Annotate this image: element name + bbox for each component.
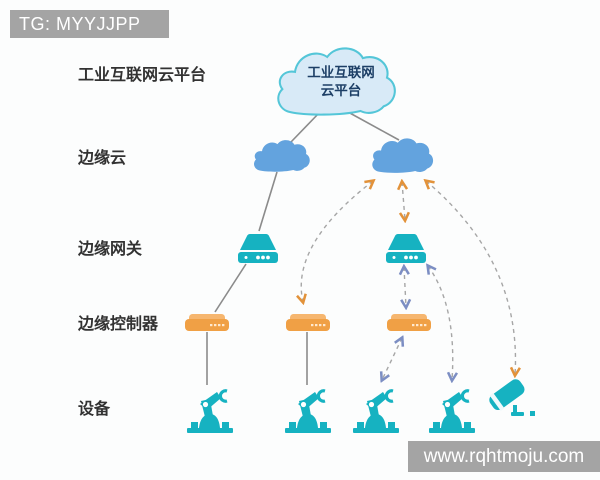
link-gateway-to-controller1 <box>214 263 247 313</box>
edge-controller-3-icon <box>387 314 431 331</box>
dashed-links <box>301 181 515 380</box>
arrow-rightcloud-controller2 <box>301 181 373 302</box>
arrow-controller3-robot3 <box>382 338 402 380</box>
label-devices: 设备 <box>78 401 111 418</box>
arrow-gateway-controller3 <box>404 267 406 307</box>
edge-controller-1-icon <box>185 314 229 331</box>
label-cloud-platform: 工业互联网云平台 <box>78 67 207 84</box>
arrow-rightcloud-camera <box>426 181 515 375</box>
platform-cloud-text-line2: 云平台 <box>320 83 362 98</box>
solid-links <box>206 111 400 385</box>
label-edge-cloud: 边缘云 <box>78 150 127 167</box>
cctv-camera-icon <box>486 376 535 416</box>
watermark-top-left: TG: MYYJJPP <box>10 10 169 38</box>
label-edge-gateway: 边缘网关 <box>78 241 143 258</box>
platform-cloud-text: 工业互联网 云平台 <box>281 64 401 100</box>
robot-arm-1-icon <box>185 389 235 435</box>
edge-gateway-right-icon <box>386 234 426 263</box>
arrow-gateway-robot4 <box>428 266 453 380</box>
robot-arm-2-icon <box>283 389 333 435</box>
edge-cloud-left-icon <box>254 140 310 172</box>
robot-arm-3-icon <box>351 389 401 435</box>
edge-gateway-left-icon <box>238 234 278 263</box>
link-platform-to-left-cloud <box>290 111 321 143</box>
arrow-rightcloud-gateway <box>402 182 405 220</box>
link-platform-to-right-cloud <box>347 111 400 141</box>
robot-arm-4-icon <box>427 389 477 435</box>
edge-cloud-right-icon <box>372 138 434 173</box>
platform-cloud-text-line1: 工业互联网 <box>307 65 375 80</box>
watermark-bottom-right: www.rqhtmoju.com <box>408 441 600 472</box>
label-edge-controller: 边缘控制器 <box>78 316 159 333</box>
edge-controller-2-icon <box>286 314 330 331</box>
link-leftcloud-to-gateway <box>258 171 278 232</box>
